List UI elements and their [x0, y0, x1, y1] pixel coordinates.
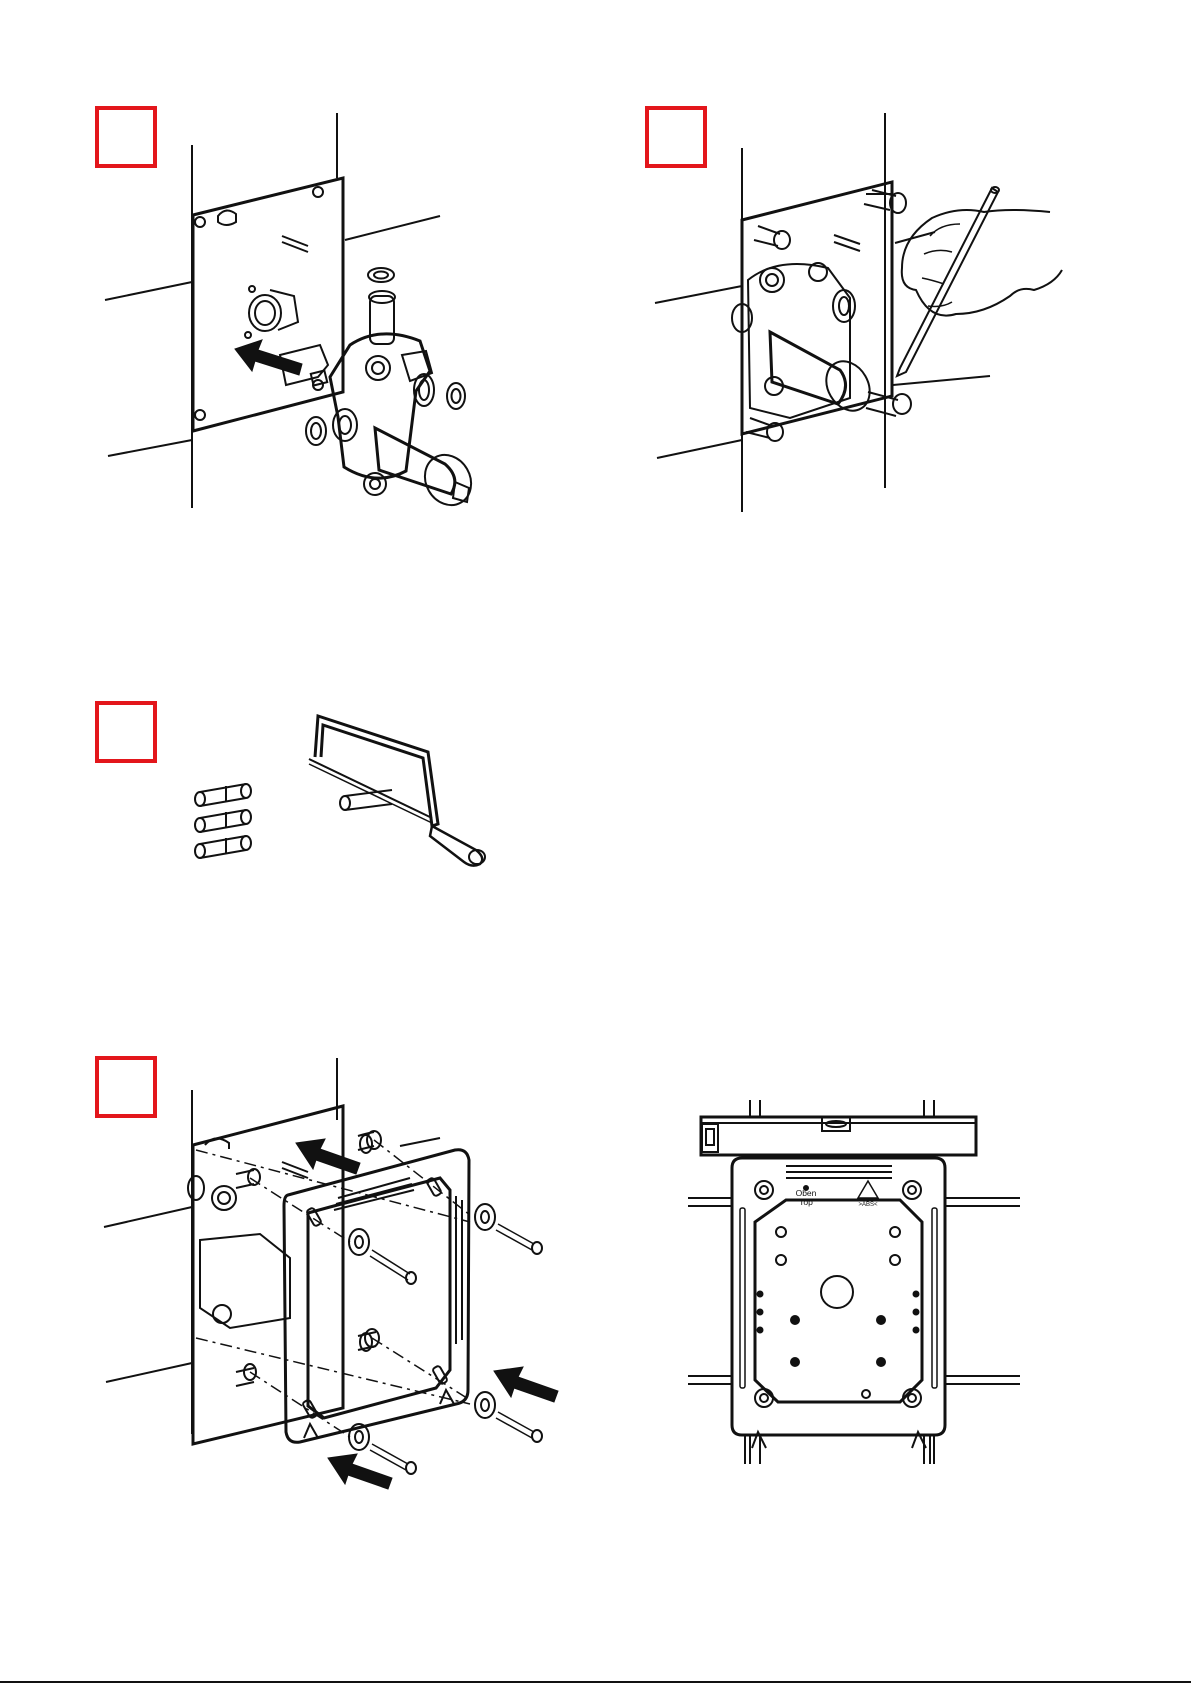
pencil	[897, 187, 999, 376]
push-arrow	[328, 1454, 392, 1489]
step-1-number-box	[97, 108, 155, 166]
step-2-number-box	[647, 108, 705, 166]
washer-screw	[475, 1392, 542, 1442]
frame-label-top: Top	[799, 1197, 813, 1207]
pipe-pieces	[195, 784, 251, 858]
hand	[902, 210, 1062, 316]
hacksaw	[309, 716, 485, 866]
step-4-number-box	[97, 1058, 155, 1116]
step-3-number-box	[97, 703, 155, 761]
washer	[447, 383, 465, 409]
frame-front-view	[688, 1100, 1020, 1464]
step-2-panel	[647, 108, 1062, 512]
insert-arrow	[235, 340, 302, 375]
washer-screw	[349, 1229, 416, 1284]
mounting-frame	[284, 1150, 469, 1443]
washer	[306, 417, 326, 445]
washer-screw	[475, 1204, 542, 1254]
spirit-level	[701, 1117, 976, 1155]
step-4-panel	[97, 1058, 558, 1489]
washer	[368, 268, 394, 282]
step-1-panel	[97, 108, 480, 514]
frame-label-abs: >ABS<	[858, 1202, 878, 1208]
push-arrow	[296, 1139, 360, 1174]
step-3-panel	[97, 703, 485, 866]
push-arrow	[494, 1367, 558, 1402]
